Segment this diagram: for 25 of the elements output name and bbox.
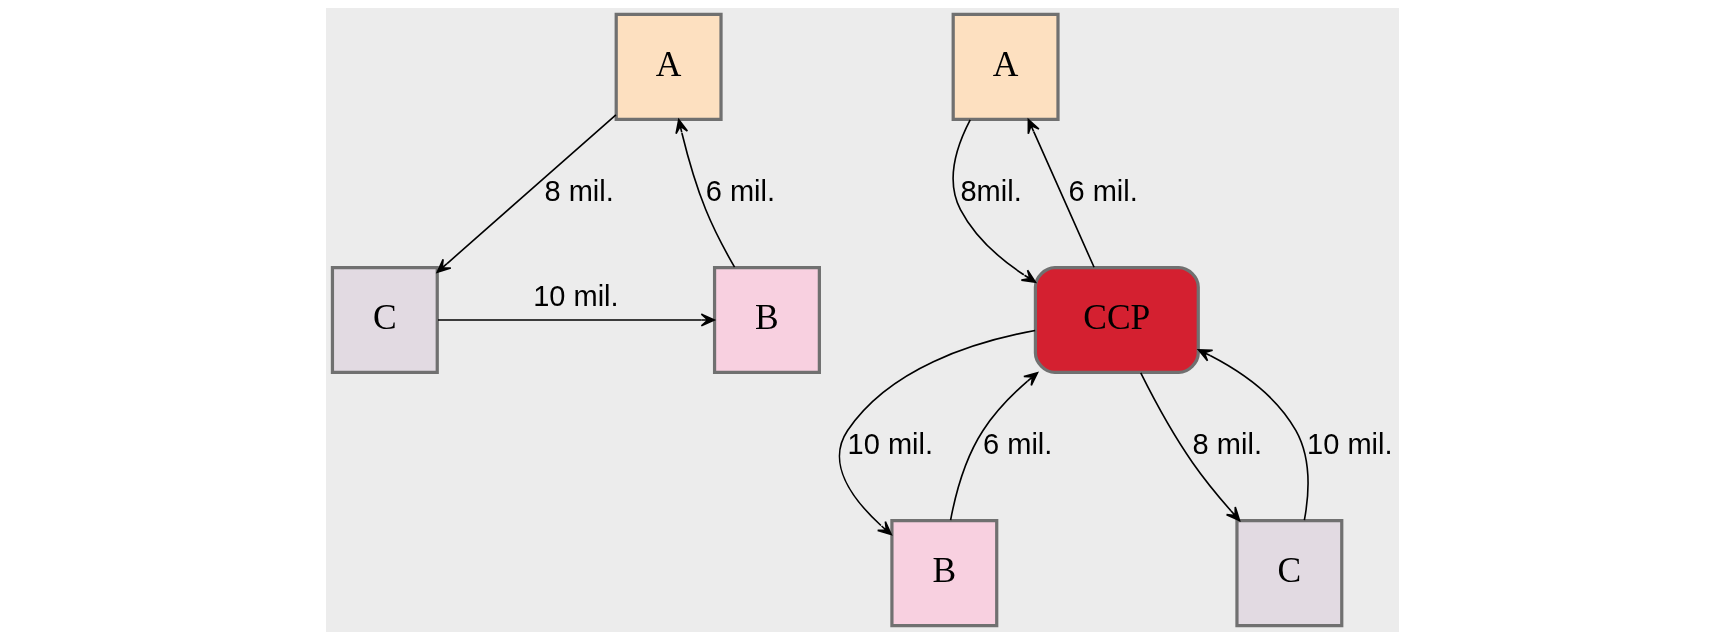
arrow (1139, 372, 1241, 522)
edge-label: 10 mil. (847, 427, 934, 460)
node-box: B (890, 519, 999, 628)
arrow (437, 313, 716, 327)
arrow (952, 118, 1037, 283)
node-box: A (951, 12, 1060, 121)
edge-label: 6 mil. (983, 427, 1053, 460)
arrow (838, 329, 1036, 536)
arrow (1197, 348, 1309, 521)
node-box: C (330, 266, 439, 374)
edge-label: 8mil. (960, 174, 1022, 207)
arrow (949, 371, 1039, 521)
edge-label: 8 mil. (1192, 427, 1262, 460)
node-box: B (712, 266, 821, 374)
edge-label: 6 mil. (1068, 174, 1138, 207)
node-box: CCP (1033, 266, 1200, 374)
edge-label: 10 mil. (1307, 427, 1393, 460)
edge-label: 10 mil. (533, 280, 619, 313)
arrow (436, 114, 617, 273)
node-box: C (1235, 519, 1344, 628)
arrow (675, 118, 736, 268)
edge-label: 8 mil. (544, 174, 614, 207)
edge-label: 6 mil. (705, 174, 776, 207)
arrow (1027, 118, 1095, 269)
node-box: A (614, 12, 723, 121)
